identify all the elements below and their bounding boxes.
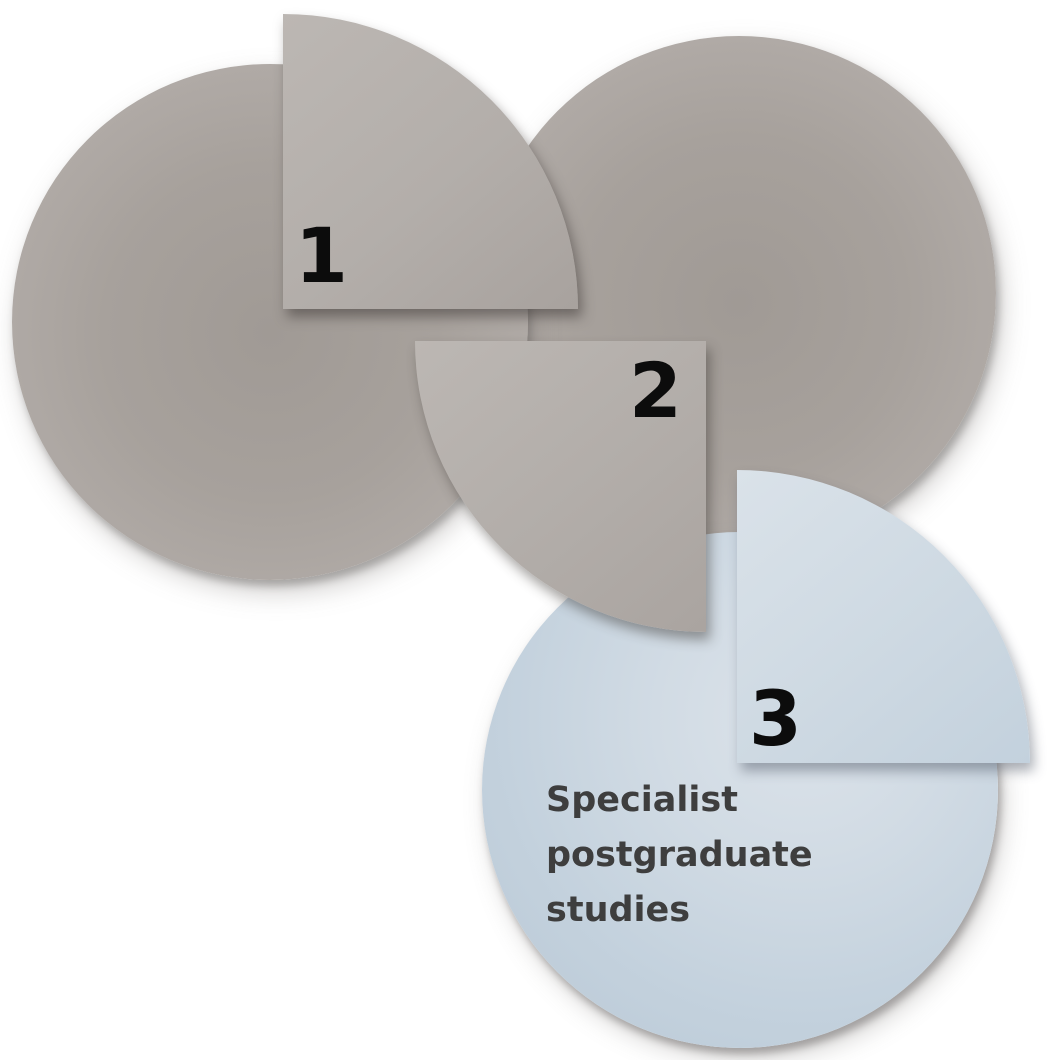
step-3-number: 3 <box>749 674 802 763</box>
step-1-number: 1 <box>295 211 348 300</box>
step-3-label: Specialist postgraduate studies <box>546 780 813 930</box>
step-2-number: 2 <box>629 346 682 435</box>
